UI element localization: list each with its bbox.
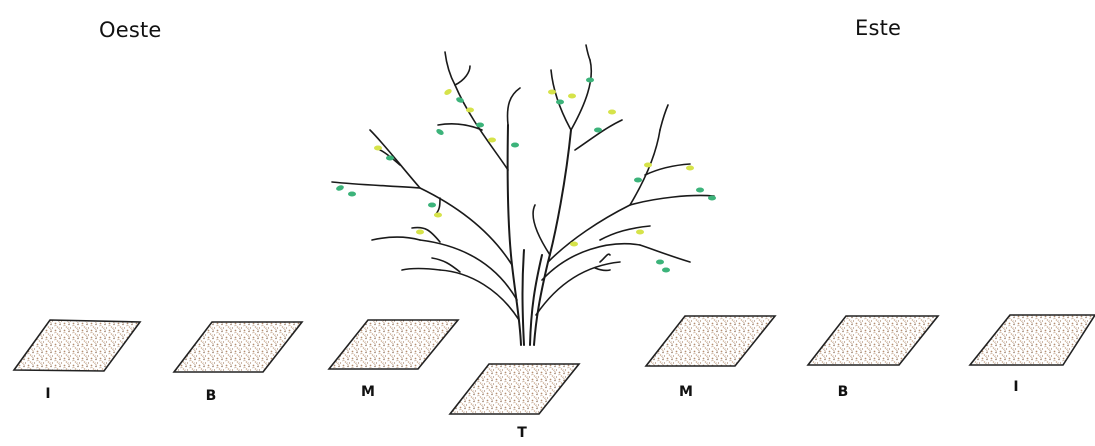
plot-west-M [329,320,458,369]
plot-west-I [14,320,140,371]
plot-east-I [970,315,1095,365]
plot-label-east-I: I [1013,379,1018,395]
plot-label-west-M: M [361,384,375,400]
tree-branches-left [332,52,520,320]
plot-east-B [808,316,938,365]
plot-label-center-T: T [517,425,527,441]
tree-leaves [335,78,716,273]
plot-label-west-B: B [206,388,217,404]
plot-label-west-I: I [45,386,50,402]
plot-west-B [174,322,302,372]
plots [14,315,1095,414]
tree-branches-right [533,45,714,315]
plot-center-T [450,364,579,414]
plot-label-east-B: B [838,384,849,400]
tree [332,45,716,345]
plot-east-M [646,316,775,366]
plot-label-east-M: M [679,384,693,400]
